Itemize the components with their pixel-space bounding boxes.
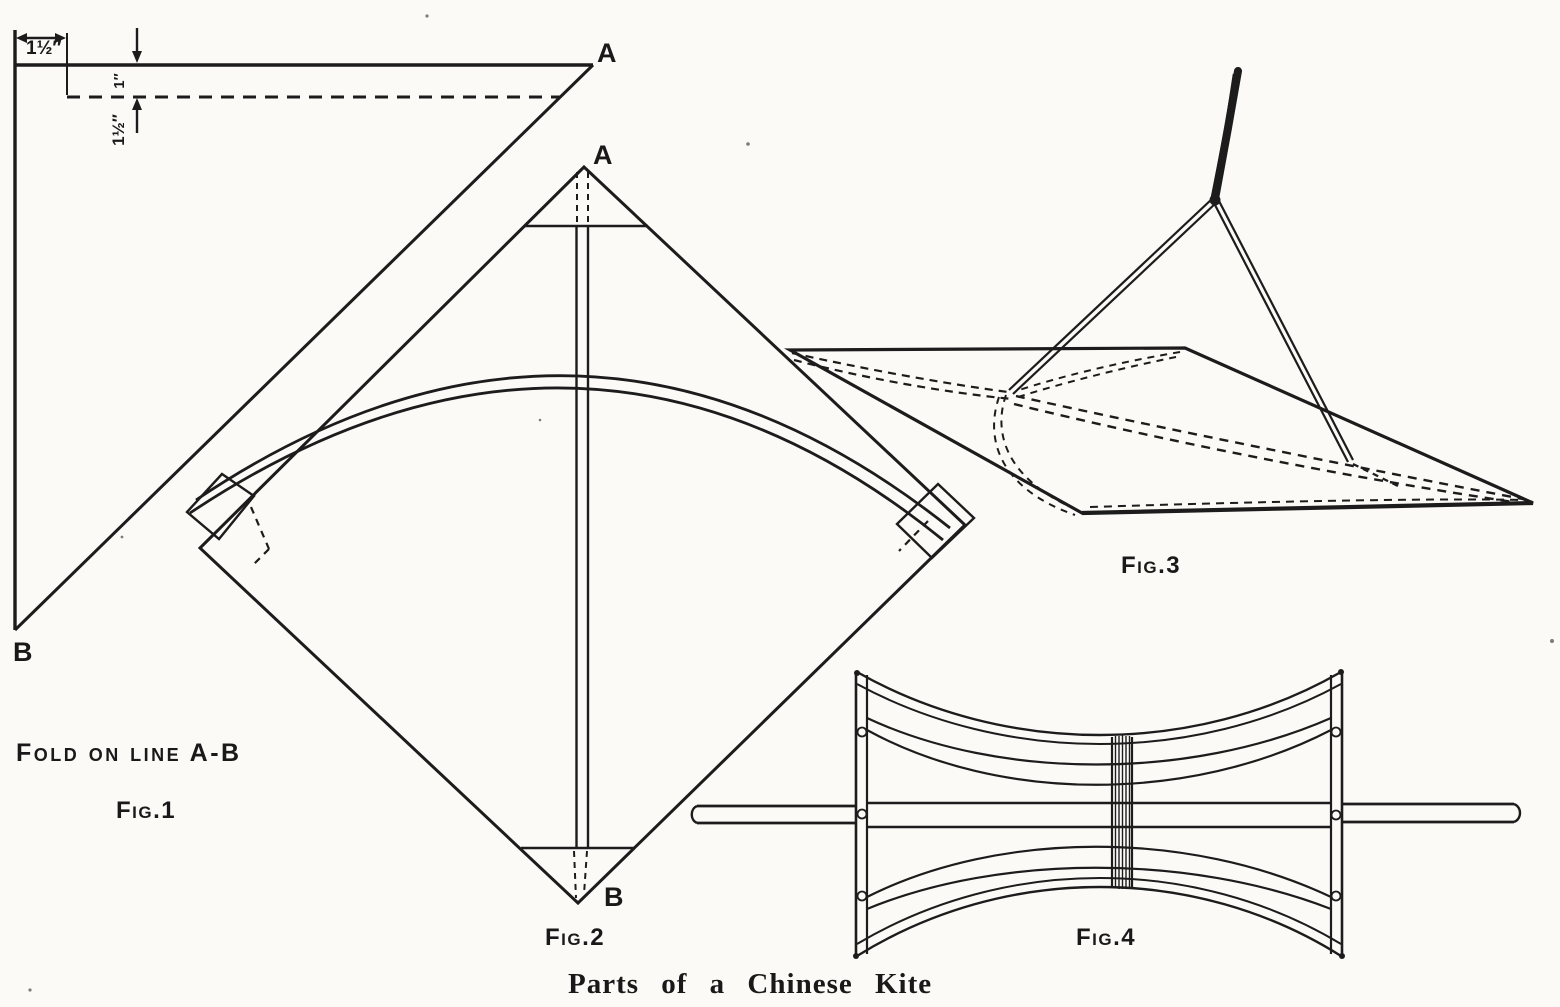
fig4-hole	[1330, 809, 1342, 821]
speck	[425, 14, 429, 18]
fig4-bottom-edge-slat-line2	[856, 885, 1342, 958]
fig2-point-b-label: B	[604, 882, 624, 912]
fig2-label: Fig.2	[545, 924, 605, 951]
fig4-bottom-inner-slat-line1	[866, 845, 1332, 898]
fig4-bottom-edge-slat-line1	[856, 877, 1342, 945]
fig2-right-tab-hidden-dash	[898, 520, 929, 552]
fig2-left-tab	[185, 472, 256, 541]
fig1-point-a-label: A	[597, 38, 617, 68]
fig1-label: Fig.1	[116, 797, 176, 824]
fig4-hole	[856, 890, 868, 902]
fig4-hole	[1330, 890, 1342, 902]
fig3-bow-dashed-upper-1	[1015, 351, 1181, 392]
fig4-hole	[856, 808, 868, 820]
fig3-right-edge-thin	[1184, 347, 1534, 504]
fig1-hypotenuse-fold-line	[13, 63, 595, 632]
fig3-bow-dashed-loop-2	[993, 396, 1076, 516]
fig4-axle-left-cap	[690, 804, 698, 825]
fig3-spine-dashed-front-1	[791, 351, 1009, 394]
fig3-kite-perspective-with-bridle	[783, 67, 1534, 516]
fig1-dim-width-label: 1½″	[26, 38, 62, 59]
fig4-top-inner-slat-line1	[866, 716, 1332, 766]
fig2-kite-front-view	[185, 164, 976, 906]
fig2-point-a-label: A	[593, 140, 613, 170]
speck	[1550, 639, 1554, 643]
fig4-hole	[856, 726, 868, 738]
fig4-string-reel	[690, 669, 1522, 959]
fig3-bottom-hem-dashed	[1089, 498, 1529, 508]
fig4-hole	[1330, 726, 1342, 738]
fig4-bottom-inner-slat-line2	[866, 866, 1332, 911]
fig3-spine-dashed-back-2	[1013, 402, 1521, 505]
fig3-bridle-right-dashed-tail	[1352, 463, 1399, 487]
fig3-kite-string-texture	[1210, 73, 1236, 198]
fig3-bow-dashed-loop-1	[1000, 394, 1083, 513]
fig2-bow-upper-curve	[195, 374, 951, 530]
fig2-bow-lower-curve	[189, 386, 944, 542]
fig4-top-edge-slat-line1	[856, 670, 1342, 737]
speck	[120, 535, 124, 539]
fig1-dim-arrow-left	[16, 33, 27, 43]
speck	[746, 142, 750, 146]
fig2-diamond-outline	[197, 164, 968, 906]
fig1-point-b-label: B	[13, 637, 33, 667]
page-caption: Parts of a Chinese Kite	[568, 968, 932, 1000]
fig2-right-tab	[895, 482, 976, 560]
fig3-bridle-right-leg-1	[1213, 202, 1349, 463]
fig3-bottom-edge-heavy	[1081, 500, 1534, 516]
fig3-label: Fig.3	[1121, 552, 1181, 579]
fig3-bridle-right-leg-2	[1218, 200, 1354, 461]
fig4-axle-right-cap	[1513, 802, 1522, 824]
fig3-spine-dashed-back-1	[1015, 394, 1529, 502]
fig3-kite-string	[1211, 67, 1242, 203]
speck	[28, 988, 32, 992]
fig3-bridle-left-leg-1	[1008, 197, 1214, 391]
fig1-down-arrow-head	[132, 51, 142, 63]
fig2-spine-dashed-bottom-right	[583, 850, 588, 895]
fig2-left-tab-hidden-dash-1	[249, 506, 271, 550]
fig2-spine-dashed-bottom-left	[573, 850, 577, 899]
fig3-bridle-left-leg-2	[1012, 201, 1218, 395]
fig4-label: Fig.4	[1076, 924, 1136, 951]
fig4-top-edge-slat-line2	[856, 683, 1342, 745]
fig1-fold-note: Fold on line A-B	[16, 739, 242, 767]
fig1-up-arrow-head	[132, 98, 142, 110]
fig1-dim-arrow-right	[55, 33, 66, 43]
fig1-dim-hem-label: 1″	[111, 73, 128, 89]
fig1-dim-fold-label: 1½″	[109, 114, 128, 146]
fig4-top-inner-slat-line2	[866, 729, 1332, 786]
speck	[538, 418, 542, 422]
fig4-wound-string-band	[1110, 735, 1134, 889]
scan-specks	[28, 14, 1554, 992]
fig3-bow-dashed-upper-2	[1017, 356, 1177, 398]
fig2-left-tab-hidden-dash-2	[251, 548, 270, 567]
fig1-fold-layout	[13, 28, 595, 632]
